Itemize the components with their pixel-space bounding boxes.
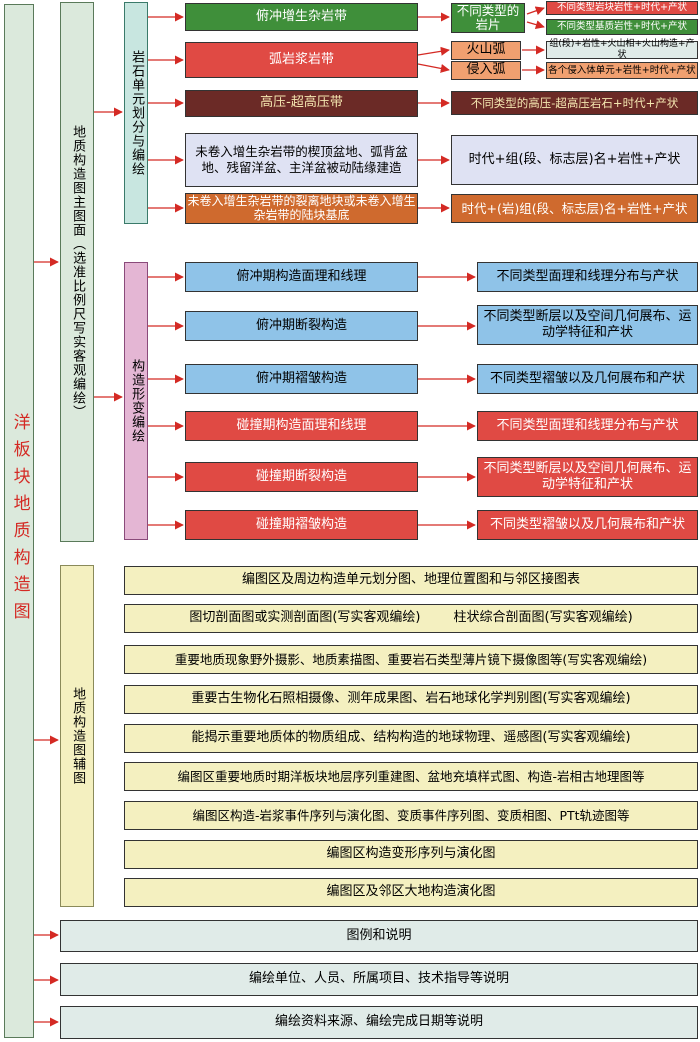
col-fault-desc-label: 不同类型断层以及空间几何展布、运动学特征和产状 [483, 460, 692, 492]
frag-matrix-box: 不同类型基质岩性+时代+产状 [546, 19, 698, 35]
aux-item-label: 重要地质现象野外摄影、地质素描图、重要岩石类型薄片镜下摄像图等(写实客观编绘) [174, 651, 648, 667]
basins-desc-label: 时代+组(段、标志层)名+岩性+产状 [468, 151, 681, 167]
hp-box: 高压-超高压带 [185, 90, 418, 117]
volcanic-desc-box: 组(段)+岩性+火山相+火山构造+产状 [546, 38, 698, 60]
volcanic-desc-label: 组(段)+岩性+火山相+火山构造+产状 [549, 38, 695, 60]
col-fault-box: 碰撞期断裂构造 [185, 462, 418, 492]
accretion-label: 俯冲增生杂岩带 [255, 8, 347, 24]
deform-label: 构造形变编绘 [129, 359, 145, 443]
root-box: 洋板块地质构造图 [4, 4, 34, 1038]
frag-block-box: 不同类型岩块岩性+时代+产状 [546, 1, 698, 15]
aux-item-label: 重要古生物化石照相摄像、测年成果图、岩石地球化学判别图(写实客观编绘) [191, 691, 631, 707]
hp-label: 高压-超高压带 [260, 95, 343, 111]
col-fault-label: 碰撞期断裂构造 [255, 468, 347, 484]
source-box: 编绘资料来源、编绘完成日期等说明 [60, 1006, 698, 1039]
legend-label: 图例和说明 [346, 927, 412, 943]
blocks-desc-box: 时代+(岩)组(段、标志层)名+岩性+产状 [451, 194, 698, 223]
sub-fold-label: 俯冲期褶皱构造 [255, 370, 347, 386]
col-fold-desc-label: 不同类型褶皱以及几何展布和产状 [489, 516, 685, 532]
aux-item-label: 编图区重要地质时期洋板块地层序列重建图、盆地充填样式图、构造-岩相古地理图等 [177, 768, 645, 784]
aux-item-label: 能揭示重要地质体的物质组成、结构构造的地球物理、遥感图(写实客观编绘) [191, 730, 631, 746]
intrusive-arc-box: 侵入弧 [451, 61, 521, 80]
basins-desc-box: 时代+组(段、标志层)名+岩性+产状 [451, 135, 698, 185]
blocks-label: 未卷入增生杂岩带的裂离地块或未卷入增生杂岩带的陆块基底 [187, 193, 416, 222]
col-fold-box: 碰撞期褶皱构造 [185, 510, 418, 540]
sub-fold-desc-box: 不同类型褶皱以及几何展布和产状 [477, 364, 698, 394]
sub-foliation-label: 俯冲期构造面理和线理 [236, 268, 367, 284]
aux-item-label: 图切剖面图或实测剖面图(写实客观编绘) 柱状综合剖面图(写实客观编绘) [189, 610, 633, 626]
root-label: 洋板块地质构造图 [9, 413, 30, 629]
col-fold-label: 碰撞期褶皱构造 [255, 516, 347, 532]
sub-fold-box: 俯冲期褶皱构造 [185, 364, 418, 394]
fragment-box: 不同类型的岩片 [451, 3, 525, 33]
aux-item-6: 编图区重要地质时期洋板块地层序列重建图、盆地充填样式图、构造-岩相古地理图等 [124, 762, 698, 791]
col-foliation-label: 碰撞期构造面理和线理 [236, 417, 367, 433]
accretion-box: 俯冲增生杂岩带 [185, 3, 418, 31]
aux-item-label: 编图区及周边构造单元划分图、地理位置图和与邻区接图表 [241, 572, 580, 588]
aux-item-5: 能揭示重要地质体的物质组成、结构构造的地球物理、遥感图(写实客观编绘) [124, 724, 698, 753]
aux-item-label: 编图区及邻区大地构造演化图 [326, 884, 496, 900]
unit-box: 编绘单位、人员、所属项目、技术指导等说明 [60, 963, 698, 996]
sub-fault-label: 俯冲期断裂构造 [255, 317, 347, 333]
main-map-box: 地质构造图主图面（选准比例尺写实客观编绘） [60, 2, 94, 542]
intrusive-desc-box: 各个侵入体单元+岩性+时代+产状 [546, 62, 698, 79]
aux-item-label: 编图区构造变形序列与演化图 [326, 846, 496, 862]
sub-fault-box: 俯冲期断裂构造 [185, 311, 418, 341]
aux-map-box: 地质构造图辅图 [60, 565, 94, 907]
frag-block-label: 不同类型岩块岩性+时代+产状 [557, 2, 687, 14]
col-fold-desc-box: 不同类型褶皱以及几何展布和产状 [477, 510, 698, 540]
sub-foliation-box: 俯冲期构造面理和线理 [185, 262, 418, 292]
hp-desc-box: 不同类型的高压-超高压岩石+时代+产状 [451, 91, 698, 115]
col-foliation-box: 碰撞期构造面理和线理 [185, 411, 418, 441]
deform-box: 构造形变编绘 [124, 262, 148, 540]
aux-item-4: 重要古生物化石照相摄像、测年成果图、岩石地球化学判别图(写实客观编绘) [124, 685, 698, 714]
rock-unit-box: 岩石单元划分与编绘 [124, 2, 148, 224]
col-foliation-desc-label: 不同类型面理和线理分布与产状 [496, 417, 679, 433]
aux-item-label: 编图区构造-岩浆事件序列与演化图、变质事件序列图、变质相图、PTt轨迹图等 [192, 807, 630, 823]
blocks-desc-label: 时代+(岩)组(段、标志层)名+岩性+产状 [461, 200, 688, 216]
rock-unit-label: 岩石单元划分与编绘 [129, 50, 145, 176]
aux-item-9: 编图区及邻区大地构造演化图 [124, 878, 698, 907]
intrusive-arc-label: 侵入弧 [466, 62, 506, 78]
intrusive-desc-label: 各个侵入体单元+岩性+时代+产状 [548, 64, 696, 76]
unit-label: 编绘单位、人员、所属项目、技术指导等说明 [248, 971, 509, 987]
sub-foliation-desc-box: 不同类型面理和线理分布与产状 [477, 262, 698, 292]
arc-belt-label: 弧岩浆岩带 [268, 51, 334, 67]
aux-item-7: 编图区构造-岩浆事件序列与演化图、变质事件序列图、变质相图、PTt轨迹图等 [124, 801, 698, 830]
frag-matrix-label: 不同类型基质岩性+时代+产状 [557, 21, 687, 33]
aux-map-label: 地质构造图辅图 [70, 687, 86, 785]
legend-box: 图例和说明 [60, 920, 698, 952]
hp-desc-label: 不同类型的高压-超高压岩石+时代+产状 [470, 95, 679, 110]
aux-item-8: 编图区构造变形序列与演化图 [124, 840, 698, 869]
col-foliation-desc-box: 不同类型面理和线理分布与产状 [477, 411, 698, 441]
volcanic-arc-box: 火山弧 [451, 41, 521, 60]
fragment-label: 不同类型的岩片 [456, 3, 520, 32]
aux-item-1: 编图区及周边构造单元划分图、地理位置图和与邻区接图表 [124, 566, 698, 595]
sub-fold-desc-label: 不同类型褶皱以及几何展布和产状 [489, 370, 685, 386]
arc-belt-box: 弧岩浆岩带 [185, 42, 418, 78]
col-fault-desc-box: 不同类型断层以及空间几何展布、运动学特征和产状 [477, 457, 698, 497]
basins-box: 未卷入增生杂岩带的楔顶盆地、弧背盆地、残留洋盆、主洋盆被动陆缘建造 [185, 133, 418, 187]
sub-fault-desc-label: 不同类型断层以及空间几何展布、运动学特征和产状 [483, 308, 692, 340]
sub-fault-desc-box: 不同类型断层以及空间几何展布、运动学特征和产状 [477, 305, 698, 345]
blocks-box: 未卷入增生杂岩带的裂离地块或未卷入增生杂岩带的陆块基底 [185, 193, 418, 224]
source-label: 编绘资料来源、编绘完成日期等说明 [274, 1014, 483, 1030]
basins-label: 未卷入增生杂岩带的楔顶盆地、弧背盆地、残留洋盆、主洋盆被动陆缘建造 [195, 144, 408, 175]
volcanic-arc-label: 火山弧 [466, 42, 506, 58]
main-map-label: 地质构造图主图面（选准比例尺写实客观编绘） [70, 125, 86, 419]
sub-foliation-desc-label: 不同类型面理和线理分布与产状 [496, 268, 679, 284]
aux-item-3: 重要地质现象野外摄影、地质素描图、重要岩石类型薄片镜下摄像图等(写实客观编绘) [124, 645, 698, 674]
aux-item-2: 图切剖面图或实测剖面图(写实客观编绘) 柱状综合剖面图(写实客观编绘) [124, 604, 698, 633]
